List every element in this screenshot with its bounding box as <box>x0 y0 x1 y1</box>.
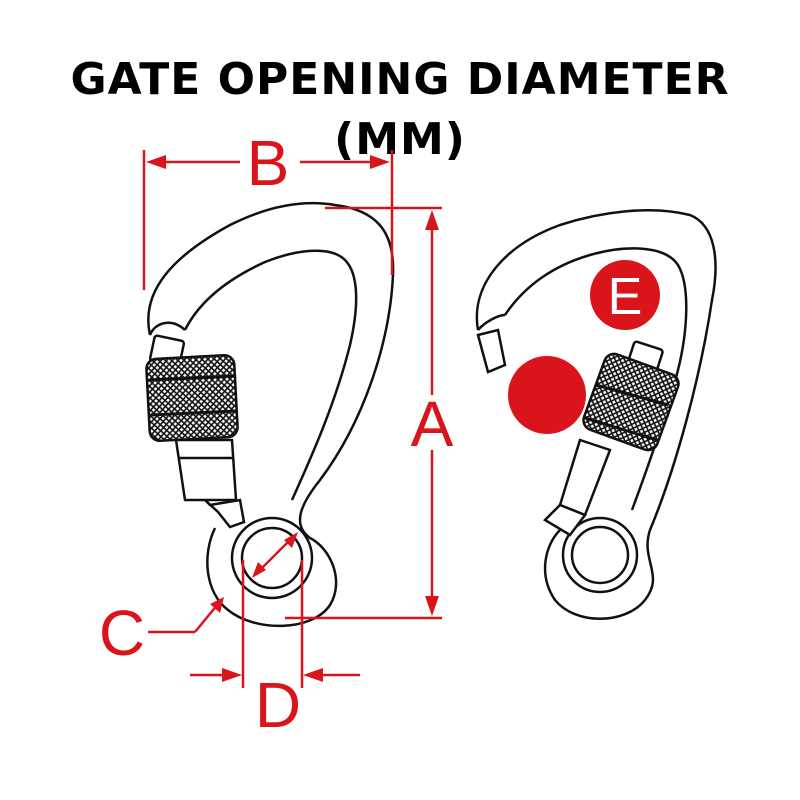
carabiner-right-body-outer <box>475 209 717 620</box>
carabiner-right-eye-inner <box>570 525 630 585</box>
page-title: GATE OPENING DIAMETER (MM) <box>70 54 730 165</box>
gate-opening-marker <box>508 356 586 434</box>
label-a: A <box>411 388 454 460</box>
carabiner-left-eye-outer <box>230 516 314 600</box>
carabiner-right-eye-outer <box>561 516 639 594</box>
screw-lock-sleeve-left <box>145 354 239 442</box>
label-e-badge <box>590 260 660 330</box>
label-b: B <box>247 127 290 199</box>
label-e: E <box>608 268 643 326</box>
carabiner-left-eye-inner <box>240 526 304 590</box>
carabiner-left-body-outer <box>147 201 395 628</box>
label-c: C <box>99 597 145 669</box>
carabiner-left-body-inner <box>183 249 358 501</box>
carabiner-right <box>475 209 717 620</box>
carabiner-left <box>145 201 395 628</box>
dimension-b <box>142 150 394 290</box>
dimension-a <box>285 206 442 620</box>
screw-lock-sleeve-right <box>582 352 680 452</box>
dimension-d <box>190 532 360 688</box>
dimension-c <box>148 597 224 634</box>
label-d: D <box>255 669 301 741</box>
